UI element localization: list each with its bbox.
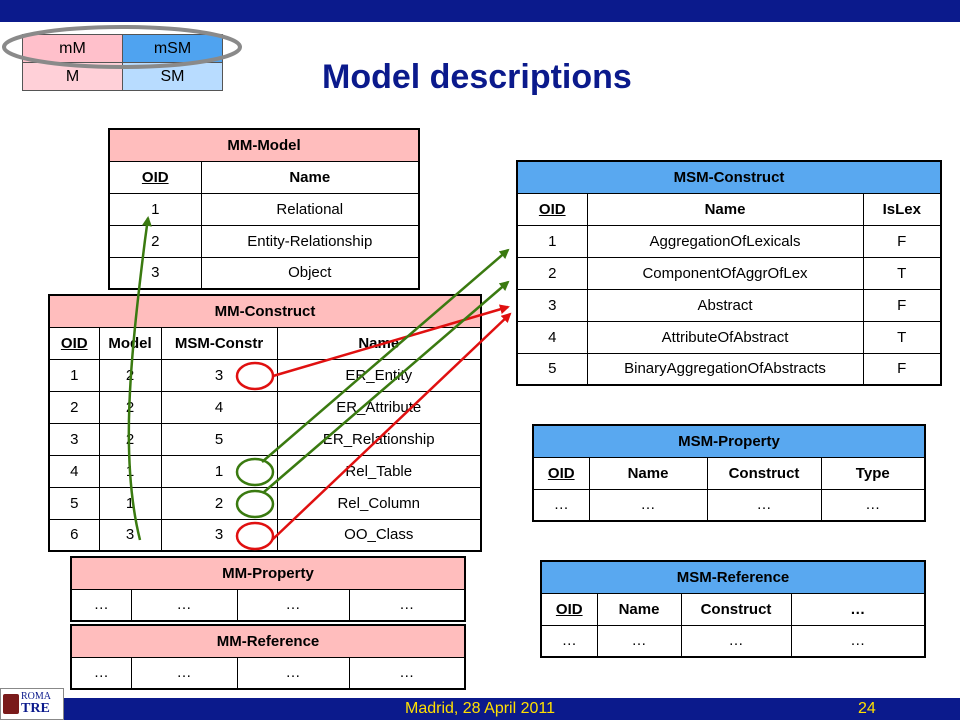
legend-msm: mSM — [122, 34, 223, 63]
column-header: OID — [532, 456, 590, 490]
footer-date: Madrid, 28 April 2011 — [404, 700, 555, 717]
legend-m: M — [22, 62, 123, 91]
table-title: MSM-Property — [532, 424, 926, 458]
table-title: MSM-Construct — [516, 160, 942, 194]
table-row: … … … … — [540, 624, 926, 658]
msm-property-table: MSM-Property OID Name Construct Type … …… — [532, 424, 926, 522]
table-title: MM-Property — [70, 556, 466, 590]
page-title: Model descriptions — [322, 58, 632, 96]
column-header: Name — [596, 592, 682, 626]
legend-mm: mM — [22, 34, 123, 63]
column-header: OID — [516, 192, 588, 226]
column-header: MSM-Constr — [160, 326, 278, 360]
table-row: … … … … — [532, 488, 926, 522]
table-title: MM-Reference — [70, 624, 466, 658]
column-header: OID — [48, 326, 100, 360]
table-title: MM-Construct — [48, 294, 482, 328]
mm-property-table: MM-Property … … … … — [70, 556, 466, 622]
page-number: 24 — [858, 700, 876, 717]
legend-sm: SM — [122, 62, 223, 91]
column-header: Type — [820, 456, 926, 490]
mm-construct-table: MM-Construct OID Model MSM-Constr Name 1… — [48, 294, 482, 552]
column-header: Name — [588, 456, 708, 490]
column-header: IsLex — [862, 192, 942, 226]
column-header: Construct — [680, 592, 792, 626]
mm-reference-table: MM-Reference … … … … — [70, 624, 466, 690]
table-title: MSM-Reference — [540, 560, 926, 594]
table-row: … … … … — [70, 656, 466, 690]
logo-seal-icon — [3, 694, 19, 714]
column-header: Construct — [706, 456, 822, 490]
model-legend: mM mSM M SM — [22, 34, 223, 91]
university-logo: ROMA TRE — [0, 688, 64, 720]
column-header: Name — [276, 326, 482, 360]
column-header: Model — [98, 326, 162, 360]
top-bar — [0, 0, 960, 22]
column-header: Name — [586, 192, 864, 226]
table-row: … … … … — [70, 588, 466, 622]
column-header: OID — [540, 592, 598, 626]
column-header: OID — [108, 160, 202, 194]
column-header: … — [790, 592, 926, 626]
column-header: Name — [200, 160, 420, 194]
msm-reference-table: MSM-Reference OID Name Construct … … … …… — [540, 560, 926, 658]
bottom-bar — [0, 698, 960, 720]
table-title: MM-Model — [108, 128, 420, 162]
